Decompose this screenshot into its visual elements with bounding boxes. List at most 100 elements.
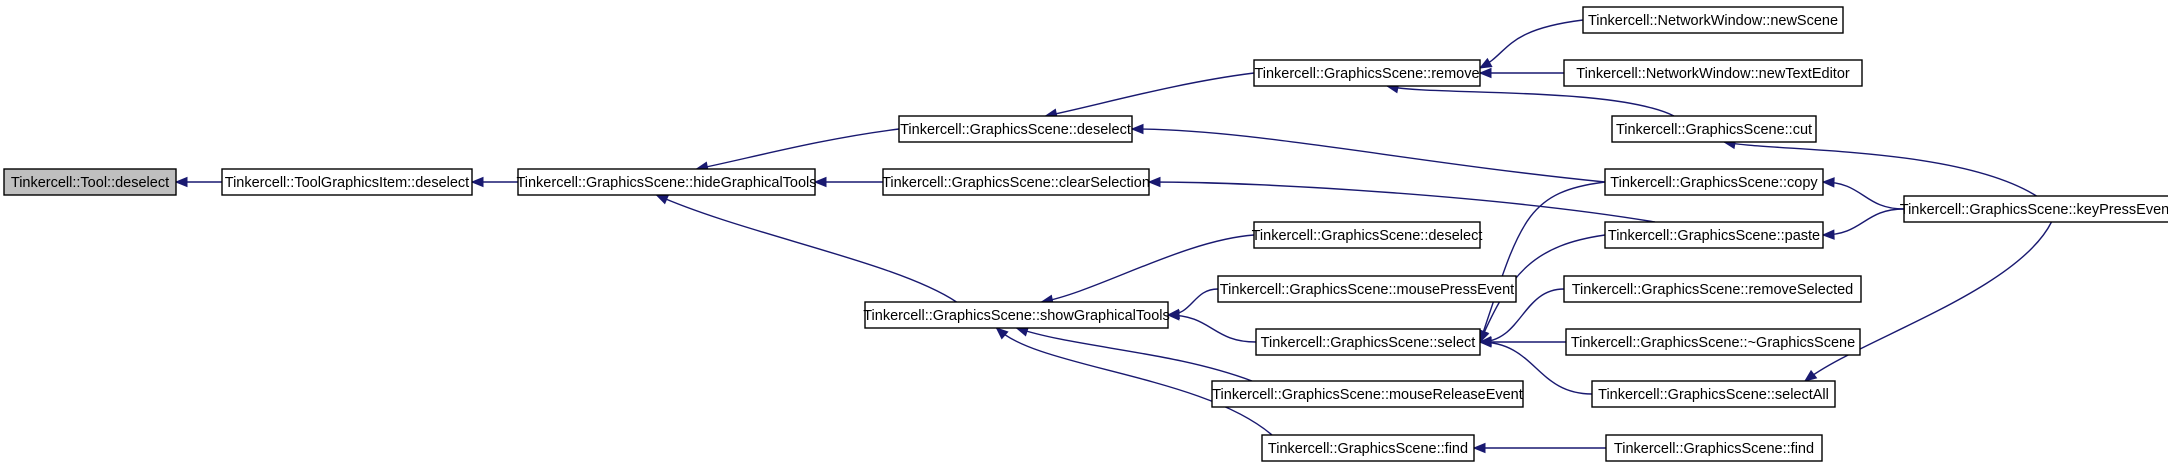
- node-box[interactable]: [1605, 434, 1823, 462]
- graph-node-n14[interactable]: Tinkercell::NetworkWindow::newScene: [1582, 6, 1844, 34]
- node-box[interactable]: [882, 168, 1150, 196]
- node-label: Tinkercell::GraphicsScene::showGraphical…: [863, 308, 1170, 324]
- node-box[interactable]: [1261, 434, 1475, 462]
- graph-node-n4[interactable]: Tinkercell::GraphicsScene::clearSelectio…: [882, 168, 1150, 196]
- node-label: Tinkercell::Tool::deselect: [11, 175, 169, 191]
- node-box[interactable]: [1611, 115, 1817, 143]
- node-box[interactable]: [1563, 59, 1863, 87]
- node-box[interactable]: [1255, 328, 1481, 356]
- graph-node-n3[interactable]: Tinkercell::GraphicsScene::deselect: [898, 115, 1133, 143]
- node-box[interactable]: [517, 168, 816, 196]
- node-box[interactable]: [1211, 380, 1524, 408]
- node-label: Tinkercell::GraphicsScene::clearSelectio…: [882, 175, 1150, 191]
- edge-n3-to-n2: [696, 128, 900, 170]
- edge-n11-to-n5: [1167, 314, 1257, 343]
- edge-n9-to-n5: [1041, 234, 1255, 303]
- edge-arrowhead: [1478, 57, 1493, 69]
- graph-node-n17[interactable]: Tinkercell::GraphicsScene::removeSelecte…: [1563, 275, 1862, 303]
- edge-n21-to-n8: [1822, 208, 1905, 236]
- node-label: Tinkercell::GraphicsScene::paste: [1608, 228, 1820, 244]
- edge-arrowhead: [1166, 310, 1180, 321]
- nodes-layer: Tinkercell::Tool::deselect Tinkercell::To…: [3, 6, 2168, 462]
- node-label: Tinkercell::ToolGraphicsItem::deselect: [225, 175, 469, 191]
- edge-arrowhead: [813, 176, 827, 188]
- edge-arrowhead: [1821, 229, 1835, 240]
- graph-node-n16[interactable]: Tinkercell::GraphicsScene::cut: [1611, 115, 1817, 143]
- node-label: Tinkercell::GraphicsScene::cut: [1616, 122, 1812, 138]
- edge-arrowhead: [174, 176, 188, 188]
- edge-n8-to-n4: [1148, 181, 1656, 223]
- node-label: Tinkercell::GraphicsScene::mouseReleaseE…: [1212, 387, 1523, 403]
- node-box[interactable]: [1253, 59, 1481, 87]
- edge-arrowhead: [1821, 177, 1835, 188]
- graph-node-n18[interactable]: Tinkercell::GraphicsScene::~GraphicsScen…: [1565, 328, 1861, 356]
- node-box[interactable]: [864, 301, 1169, 329]
- node-box[interactable]: [1903, 195, 2168, 223]
- node-label: Tinkercell::GraphicsScene::hideGraphical…: [516, 175, 816, 191]
- graph-node-n5[interactable]: Tinkercell::GraphicsScene::showGraphical…: [863, 301, 1170, 329]
- node-label: Tinkercell::GraphicsScene::remove: [1254, 66, 1479, 82]
- edge-n21-to-n16: [1723, 141, 2037, 197]
- edge-n13-to-n5: [996, 327, 1273, 436]
- edge-arrowhead: [1472, 442, 1486, 454]
- node-label: Tinkercell::GraphicsScene::select: [1261, 335, 1476, 351]
- graph-node-n7[interactable]: Tinkercell::GraphicsScene::copy: [1604, 168, 1824, 196]
- node-box[interactable]: [3, 168, 177, 196]
- graph-node-n10[interactable]: Tinkercell::GraphicsScene::mousePressEve…: [1217, 275, 1517, 303]
- graph-node-n12[interactable]: Tinkercell::GraphicsScene::mouseReleaseE…: [1211, 380, 1524, 408]
- node-label: Tinkercell::GraphicsScene::find: [1614, 441, 1814, 457]
- node-label: Tinkercell::GraphicsScene::keyPressEvent: [1900, 202, 2168, 218]
- graph-node-n2[interactable]: Tinkercell::GraphicsScene::hideGraphical…: [516, 168, 817, 196]
- edge-arrowhead: [1478, 337, 1492, 348]
- node-label: Tinkercell::NetworkWindow::newTextEditor: [1576, 66, 1850, 82]
- graph-node-n0[interactable]: Tinkercell::Tool::deselect: [3, 168, 177, 196]
- node-label: Tinkercell::GraphicsScene::find: [1268, 441, 1468, 457]
- graph-node-n13[interactable]: Tinkercell::GraphicsScene::find: [1261, 434, 1475, 462]
- graph-node-n21[interactable]: Tinkercell::GraphicsScene::keyPressEvent: [1900, 195, 2168, 223]
- node-label: Tinkercell::NetworkWindow::newScene: [1588, 13, 1838, 29]
- node-label: Tinkercell::GraphicsScene::~GraphicsScen…: [1571, 335, 1855, 351]
- edge-arrowhead: [1130, 123, 1144, 135]
- node-box[interactable]: [1253, 221, 1481, 249]
- graph-node-n6[interactable]: Tinkercell::GraphicsScene::remove: [1253, 59, 1481, 87]
- node-box[interactable]: [221, 168, 473, 196]
- edge-n17-to-n11: [1479, 288, 1565, 343]
- graph-node-n11[interactable]: Tinkercell::GraphicsScene::select: [1255, 328, 1481, 356]
- graph-node-n1[interactable]: Tinkercell::ToolGraphicsItem::deselect: [221, 168, 473, 196]
- graph-node-n15[interactable]: Tinkercell::NetworkWindow::newTextEditor: [1563, 59, 1863, 87]
- edge-arrowhead: [1147, 176, 1161, 188]
- edge-arrowhead: [655, 194, 670, 205]
- node-box[interactable]: [1217, 275, 1517, 303]
- node-box[interactable]: [898, 115, 1133, 143]
- node-label: Tinkercell::GraphicsScene::copy: [1610, 175, 1818, 191]
- node-box[interactable]: [1604, 168, 1824, 196]
- node-label: Tinkercell::GraphicsScene::deselect: [1252, 228, 1483, 244]
- node-label: Tinkercell::GraphicsScene::deselect: [900, 122, 1131, 138]
- edge-arrowhead: [1478, 67, 1492, 79]
- edge-n5-to-n2: [656, 194, 957, 303]
- node-box[interactable]: [1565, 328, 1861, 356]
- edge-n12-to-n5: [1016, 327, 1253, 382]
- node-box[interactable]: [1591, 380, 1836, 408]
- node-box[interactable]: [1582, 6, 1844, 34]
- node-label: Tinkercell::GraphicsScene::removeSelecte…: [1572, 282, 1854, 298]
- edge-n21-to-n7: [1822, 181, 1905, 210]
- edge-n7-to-n3: [1131, 128, 1606, 183]
- node-label: Tinkercell::GraphicsScene::mousePressEve…: [1220, 282, 1514, 298]
- graph-node-n19[interactable]: Tinkercell::GraphicsScene::selectAll: [1591, 380, 1836, 408]
- node-box[interactable]: [1563, 275, 1862, 303]
- edge-n6-to-n3: [1045, 72, 1255, 117]
- node-box[interactable]: [1604, 221, 1824, 249]
- edge-n8-to-n11: [1479, 234, 1606, 343]
- edge-arrowhead: [470, 176, 484, 188]
- graph-node-n8[interactable]: Tinkercell::GraphicsScene::paste: [1604, 221, 1824, 249]
- edge-n21-to-n19: [1804, 221, 2053, 382]
- edge-n19-to-n11: [1479, 341, 1593, 395]
- edge-arrowhead: [995, 327, 1009, 340]
- edge-arrowhead: [1803, 369, 1818, 382]
- graph-node-n20[interactable]: Tinkercell::GraphicsScene::find: [1605, 434, 1823, 462]
- edge-n16-to-n6: [1386, 85, 1675, 117]
- node-label: Tinkercell::GraphicsScene::selectAll: [1598, 387, 1829, 403]
- graph-node-n9[interactable]: Tinkercell::GraphicsScene::deselect: [1252, 221, 1483, 249]
